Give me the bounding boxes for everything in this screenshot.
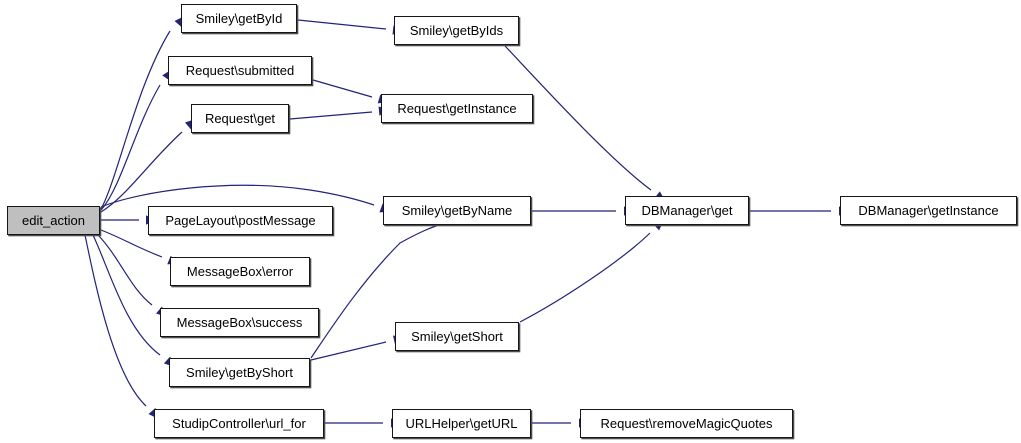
node-label-edit_action: edit_action xyxy=(22,213,85,228)
node-label-getURL: URLHelper\getURL xyxy=(405,416,518,431)
edge-requestGet-to-getInstanceReq xyxy=(289,111,373,120)
node-getById[interactable]: Smiley\getById xyxy=(181,4,297,33)
node-label-msgSuccess: MessageBox\success xyxy=(176,315,303,330)
node-getByShort[interactable]: Smiley\getByShort xyxy=(169,358,310,387)
node-label-removeMagicQuotes: Request\removeMagicQuotes xyxy=(600,416,773,431)
node-getShort[interactable]: Smiley\getShort xyxy=(395,322,519,351)
edge-edit_action-to-getByShort xyxy=(92,234,161,356)
edge-edit_action-to-getById xyxy=(100,30,171,210)
node-msgError[interactable]: MessageBox\error xyxy=(170,257,310,286)
node-label-getByShort: Smiley\getByShort xyxy=(186,365,293,380)
node-dbGet[interactable]: DBManager\get xyxy=(625,196,749,225)
node-getInstanceReq[interactable]: Request\getInstance xyxy=(381,94,533,123)
edge-getByShort-to-getShort xyxy=(310,341,387,361)
node-label-urlFor: StudipController\url_for xyxy=(172,416,306,431)
node-getURL[interactable]: URLHelper\getURL xyxy=(392,409,531,438)
node-label-submitted: Request\submitted xyxy=(185,63,295,78)
edge-getById-to-getByIds xyxy=(297,19,387,30)
node-label-dbGet: DBManager\get xyxy=(641,203,733,218)
node-getByIds[interactable]: Smiley\getByIds xyxy=(394,16,519,45)
node-label-getShort: Smiley\getShort xyxy=(411,329,503,344)
node-msgSuccess[interactable]: MessageBox\success xyxy=(160,308,319,337)
edge-edit_action-to-msgSuccess xyxy=(97,234,153,306)
node-requestGet[interactable]: Request\get xyxy=(191,104,289,133)
node-urlFor[interactable]: StudipController\url_for xyxy=(154,409,324,438)
node-removeMagicQuotes[interactable]: Request\removeMagicQuotes xyxy=(580,409,793,438)
node-dbGetInstance[interactable]: DBManager\getInstance xyxy=(840,196,1017,225)
node-submitted[interactable]: Request\submitted xyxy=(168,56,312,85)
node-label-dbGetInstance: DBManager\getInstance xyxy=(858,203,999,218)
node-label-getByName: Smiley\getByName xyxy=(401,203,513,218)
node-label-requestGet: Request\get xyxy=(204,111,276,126)
edge-edit_action-to-requestGet xyxy=(100,131,183,213)
node-label-getInstanceReq: Request\getInstance xyxy=(397,101,517,116)
node-label-getByIds: Smiley\getByIds xyxy=(409,23,504,38)
edge-submitted-to-getInstanceReq xyxy=(312,79,373,98)
node-getByName[interactable]: Smiley\getByName xyxy=(383,196,531,225)
edge-edit_action-to-getByName xyxy=(100,184,375,208)
node-edit_action[interactable]: edit_action xyxy=(7,206,100,235)
node-label-msgError: MessageBox\error xyxy=(186,264,294,279)
edge-edit_action-to-urlFor xyxy=(84,234,147,407)
edge-getShort-to-dbGet xyxy=(519,232,651,323)
node-label-getById: Smiley\getById xyxy=(195,11,283,26)
node-label-postMessage: PageLayout\postMessage xyxy=(165,213,316,228)
edge-edit_action-to-submitted xyxy=(100,84,161,211)
node-postMessage[interactable]: PageLayout\postMessage xyxy=(148,206,333,235)
